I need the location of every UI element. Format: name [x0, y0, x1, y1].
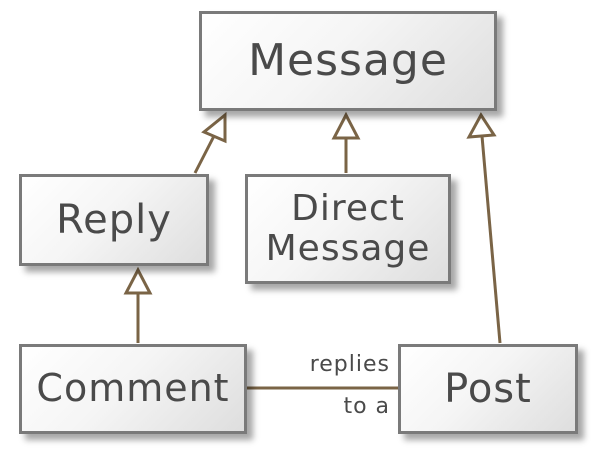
class-message-label: Message	[248, 34, 448, 86]
inheritance-arrow-reply-message	[201, 111, 227, 144]
class-direct-message-label-line2: Message	[265, 228, 431, 269]
class-reply-label: Reply	[56, 197, 172, 243]
association-label-to-a: to a	[343, 394, 390, 419]
inheritance-arrow-direct-message-message	[331, 111, 361, 140]
class-post-label: Post	[444, 366, 532, 412]
class-comment[interactable]: Comment	[19, 344, 247, 434]
class-direct-message-label-line1: Direct	[291, 188, 405, 230]
inheritance-arrow-post-message	[466, 112, 497, 139]
inheritance-arrow-comment-reply	[123, 266, 153, 295]
class-post[interactable]: Post	[398, 344, 578, 434]
class-reply[interactable]: Reply	[19, 174, 209, 266]
edge-post-to-message	[480, 135, 502, 344]
class-comment-label: Comment	[36, 366, 230, 411]
edge-reply-to-message	[193, 135, 216, 174]
class-direct-message[interactable]: Direct Message	[245, 174, 451, 284]
class-message[interactable]: Message	[199, 11, 497, 111]
association-label-replies: replies	[309, 352, 390, 377]
